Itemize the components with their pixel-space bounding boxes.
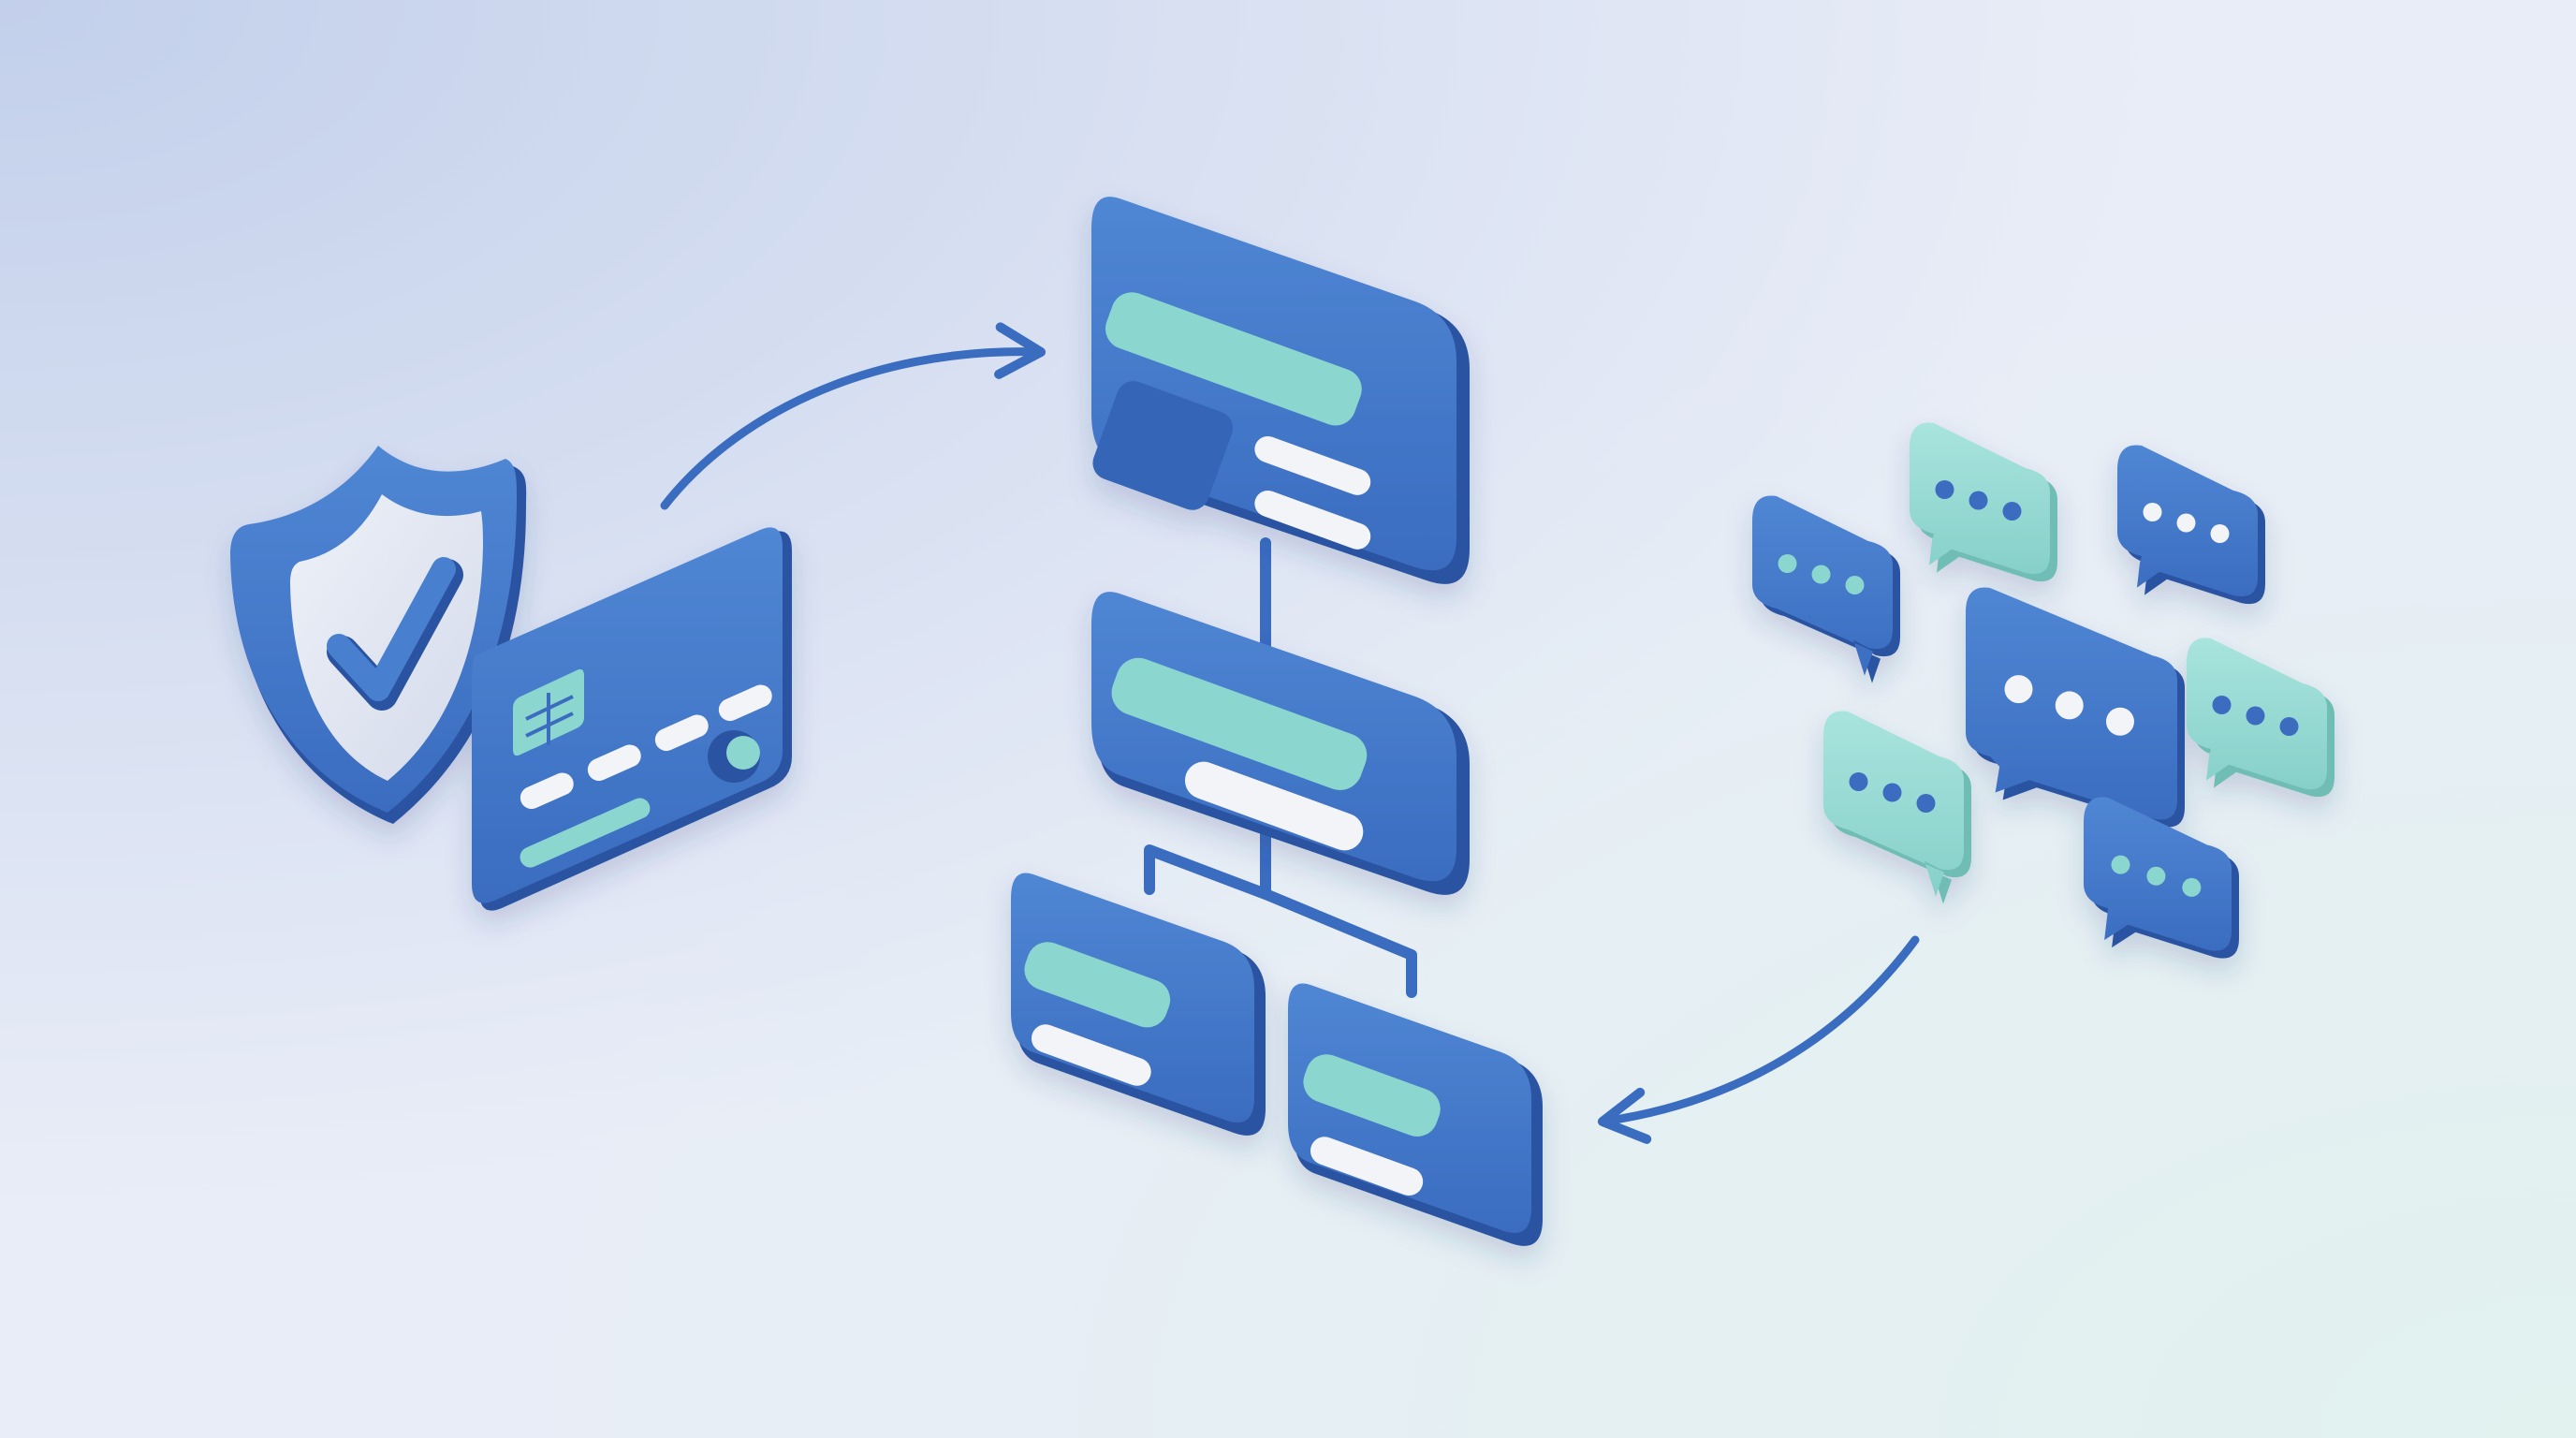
- typing-dot: [1916, 794, 1936, 814]
- flowchart-node-icon: [1011, 873, 1266, 1136]
- card-number-segment: [654, 714, 709, 752]
- typing-dots-icon: [1778, 554, 1865, 595]
- typing-dot: [1811, 565, 1831, 584]
- typing-dot: [1969, 491, 1988, 510]
- card-contactless-dot: [726, 736, 760, 770]
- typing-dot: [2176, 513, 2196, 533]
- typing-dots-icon: [2212, 696, 2299, 737]
- typing-dot: [2143, 503, 2162, 521]
- typing-dots-icon: [2143, 503, 2230, 544]
- flowchart-node-icon: [1091, 592, 1470, 895]
- card-number-segment: [587, 744, 641, 782]
- typing-dot: [1845, 576, 1865, 595]
- typing-dots-icon: [1849, 772, 1936, 814]
- credit-card-icon: [472, 527, 792, 911]
- typing-dot: [2055, 691, 2084, 720]
- typing-dot: [2210, 524, 2230, 544]
- arrow-curved-icon: [1597, 935, 1920, 1144]
- chat-bubble-icon: [2187, 638, 2334, 798]
- typing-dot: [1778, 554, 1797, 573]
- typing-dot: [2146, 866, 2166, 886]
- typing-dots-icon: [1935, 480, 2022, 521]
- chat-bubble-icon: [1752, 495, 1900, 683]
- flowchart-node-icon: [1091, 197, 1470, 584]
- card-number-segment: [520, 772, 574, 810]
- chat-bubble-icon: [2084, 797, 2239, 959]
- typing-dot: [2111, 855, 2130, 874]
- chat-bubble-icon: [1966, 587, 2185, 828]
- card-name-bar: [520, 798, 651, 868]
- flow-hierarchy: [1011, 197, 1543, 1246]
- chat-bubble-cluster: [1752, 422, 2334, 959]
- card-chip-icon: [513, 668, 584, 756]
- typing-dot: [2004, 675, 2033, 704]
- hierarchy-connectors: [1144, 537, 1417, 998]
- typing-dot: [2002, 502, 2022, 521]
- payment-security: [230, 446, 792, 911]
- typing-dot: [2279, 717, 2299, 737]
- typing-dot: [2182, 877, 2202, 897]
- card-number-segment: [718, 684, 772, 722]
- typing-dot: [1935, 480, 1954, 499]
- flowchart-node-icon: [1288, 983, 1543, 1246]
- typing-dot: [2212, 696, 2232, 714]
- shield-check-icon: [230, 446, 527, 824]
- typing-dot: [2105, 707, 2134, 736]
- arrow-curved-icon: [660, 322, 1046, 510]
- typing-dot: [2246, 706, 2265, 726]
- typing-dots-icon: [2004, 675, 2134, 736]
- typing-dots-icon: [2111, 855, 2202, 897]
- typing-dot: [1882, 783, 1902, 802]
- chat-bubble-icon: [1910, 422, 2057, 582]
- chat-bubble-icon: [1823, 711, 1971, 904]
- chat-bubble-icon: [2117, 445, 2265, 605]
- typing-dot: [1849, 772, 1868, 791]
